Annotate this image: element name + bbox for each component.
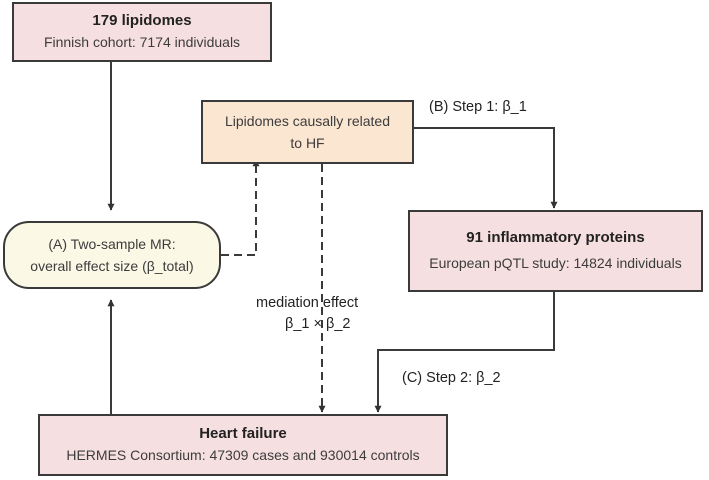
mr-line1: (A) Two-sample MR: bbox=[48, 236, 176, 252]
step2-label: (C) Step 2: β_2 bbox=[402, 370, 501, 386]
causal-line1: Lipidomes causally related bbox=[225, 113, 390, 129]
lipidomes-title: 179 lipidomes bbox=[92, 12, 192, 29]
proteins-title: 91 inflammatory proteins bbox=[466, 229, 645, 246]
mediation-label-line2: β_1 × β_2 bbox=[285, 316, 351, 332]
hf-subtitle: HERMES Consortium: 47309 cases and 93001… bbox=[66, 447, 420, 463]
proteins-box: 91 inflammatory proteins European pQTL s… bbox=[408, 210, 703, 292]
arrow-step1 bbox=[414, 127, 558, 209]
heart-failure-box: Heart failure HERMES Consortium: 47309 c… bbox=[38, 414, 448, 476]
lipidomes-box: 179 lipidomes Finnish cohort: 7174 indiv… bbox=[12, 2, 272, 62]
lipidomes-subtitle: Finnish cohort: 7174 individuals bbox=[43, 34, 241, 50]
mr-line2: overall effect size (β_total) bbox=[30, 258, 194, 274]
causal-line2: to HF bbox=[290, 135, 325, 151]
proteins-subtitle: European pQTL study: 14824 individuals bbox=[429, 255, 682, 271]
arrow-mr-to-causal bbox=[221, 159, 260, 256]
causal-lipidomes-box: Lipidomes causally related to HF bbox=[201, 100, 414, 164]
mr-box: (A) Two-sample MR: overall effect size (… bbox=[3, 221, 221, 289]
step1-label: (B) Step 1: β_1 bbox=[429, 99, 527, 115]
hf-title: Heart failure bbox=[199, 425, 287, 442]
arrow-step2 bbox=[374, 292, 555, 413]
mediation-label-line1: mediation effect bbox=[256, 295, 359, 311]
